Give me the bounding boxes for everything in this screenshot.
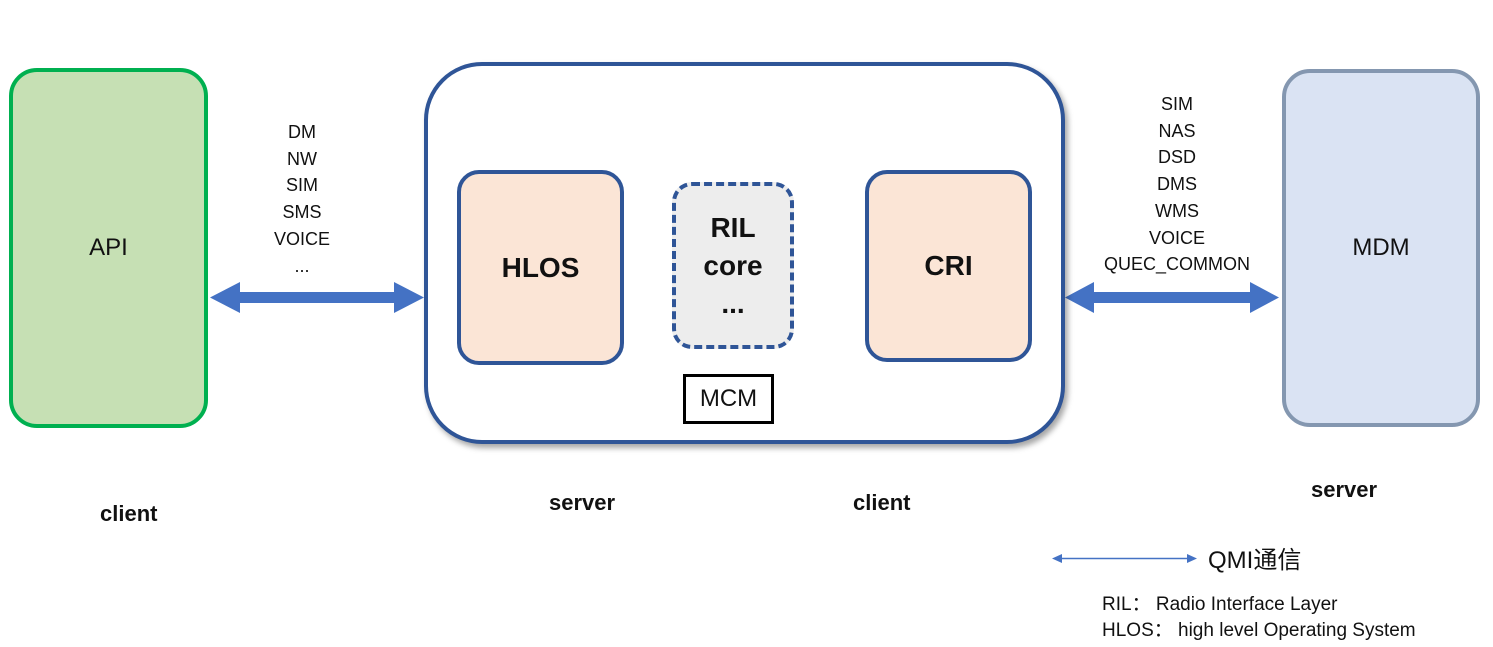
protocol-item: SIM	[1160, 94, 1193, 114]
legend-arrow-label: QMI通信	[1208, 547, 1302, 574]
mdm-label: MDM	[1352, 234, 1410, 261]
cri-label: CRI	[924, 250, 973, 281]
api-server-arrow	[210, 282, 424, 313]
hlos-label: HLOS	[501, 251, 580, 283]
protocol-item: NAS	[1158, 120, 1196, 141]
ril-definition: RIL： Radio Interface Layer	[1102, 594, 1338, 615]
protocol-item: QUEC_COMMON	[1103, 254, 1250, 275]
right-protocol-list: SIM NAS DSD DMS WMS VOICE QUEC_COMMON	[1092, 91, 1262, 278]
protocol-item: SIM	[285, 175, 318, 196]
protocol-item: NW	[287, 148, 317, 169]
api-label: API	[89, 234, 128, 261]
protocol-item: DM	[288, 122, 316, 142]
hlos-node: HLOS	[457, 170, 624, 365]
ril-label-line2: core	[703, 249, 763, 281]
cri-node: CRI	[865, 170, 1032, 362]
protocol-item: VOICE	[273, 228, 330, 249]
protocol-item: DMS	[1157, 174, 1197, 195]
ril-core-node: RIL core ...	[672, 182, 794, 349]
mcm-node: MCM	[683, 374, 774, 424]
left-protocol-list: DM NW SIM SMS VOICE ...	[252, 119, 352, 279]
ril-label-line1: RIL	[710, 211, 756, 243]
protocol-item: SMS	[282, 202, 322, 223]
mcm-label: MCM	[699, 385, 758, 412]
protocol-item: DSD	[1157, 147, 1196, 168]
protocol-item: VOICE	[1148, 227, 1205, 248]
mdm-node: MDM	[1282, 69, 1480, 427]
server-role-label: server	[549, 490, 616, 515]
cri-mdm-arrow	[1065, 282, 1279, 313]
api-node: API	[9, 68, 208, 428]
cri-role-label: client	[853, 490, 911, 515]
protocol-item: WMS	[1155, 200, 1199, 221]
hlos-definition: HLOS： high level Operating System	[1102, 620, 1416, 641]
protocol-item: ...	[294, 255, 310, 276]
legend-arrow-icon	[1052, 554, 1197, 563]
api-role-label: client	[100, 501, 158, 526]
mdm-role-label: server	[1311, 477, 1378, 502]
ril-label-line3: ...	[721, 287, 745, 319]
